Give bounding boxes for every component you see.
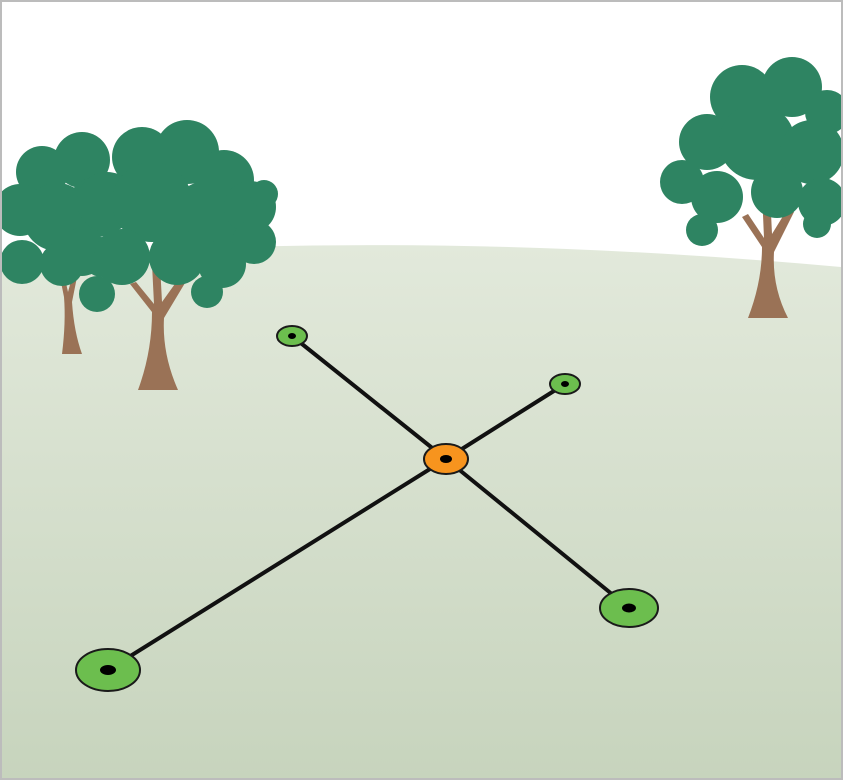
ground-marker-icon[interactable]	[276, 325, 308, 347]
connection-lines	[106, 334, 631, 672]
tree-icon	[660, 57, 841, 318]
connection-line	[290, 334, 448, 461]
ground-marker-icon[interactable]	[75, 648, 141, 692]
center-marker-icon[interactable]	[423, 443, 469, 475]
ground-marker-icon[interactable]	[599, 588, 659, 628]
ground	[2, 245, 841, 778]
connection-line	[444, 382, 567, 461]
ground-marker-icon[interactable]	[549, 373, 581, 395]
tree-icon	[58, 120, 278, 390]
connection-line	[106, 457, 448, 672]
connection-line	[444, 457, 631, 610]
